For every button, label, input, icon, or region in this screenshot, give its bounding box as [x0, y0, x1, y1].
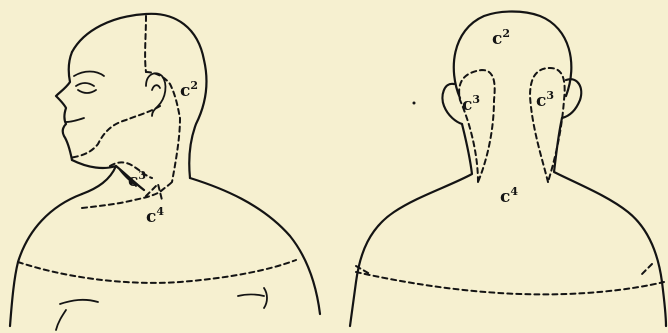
side-c4-lower-line [18, 260, 296, 283]
side-eyebrow [74, 72, 104, 77]
side-c2-ear-line [146, 72, 180, 182]
side-view-figure: c2 c3 c4 [10, 14, 320, 330]
back-label-c4: c4 [500, 185, 518, 207]
back-label-c3-right: c3 [536, 89, 554, 111]
side-face-profile [56, 52, 72, 160]
back-label-c2: c2 [492, 27, 510, 49]
side-label-c4: c4 [146, 205, 164, 227]
side-back-shoulder [190, 178, 320, 314]
side-eye [76, 83, 96, 93]
back-left-neck-shoulder [350, 124, 472, 326]
side-c2-face-line [70, 106, 160, 158]
side-label-c3: c3 [128, 169, 146, 191]
back-c3-right-region [530, 68, 565, 182]
side-mouth [66, 118, 84, 122]
stray-dot [413, 102, 416, 105]
side-ear [146, 73, 165, 116]
side-front-neck [82, 166, 116, 194]
back-c3-left-region [459, 70, 495, 182]
back-head-outline [454, 12, 572, 99]
back-shoulder-mark-right [640, 264, 652, 276]
back-label-c3-left: c3 [462, 93, 480, 115]
side-front-shoulder [10, 194, 82, 326]
back-c4-lower-line [356, 272, 664, 294]
side-c2-vertex-line [145, 16, 146, 72]
side-label-c2: c2 [180, 79, 198, 101]
back-view-figure: c2 c3 c3 c4 [350, 12, 666, 327]
side-chest-mark-left [56, 300, 98, 330]
side-chest-mark-right [238, 288, 267, 308]
